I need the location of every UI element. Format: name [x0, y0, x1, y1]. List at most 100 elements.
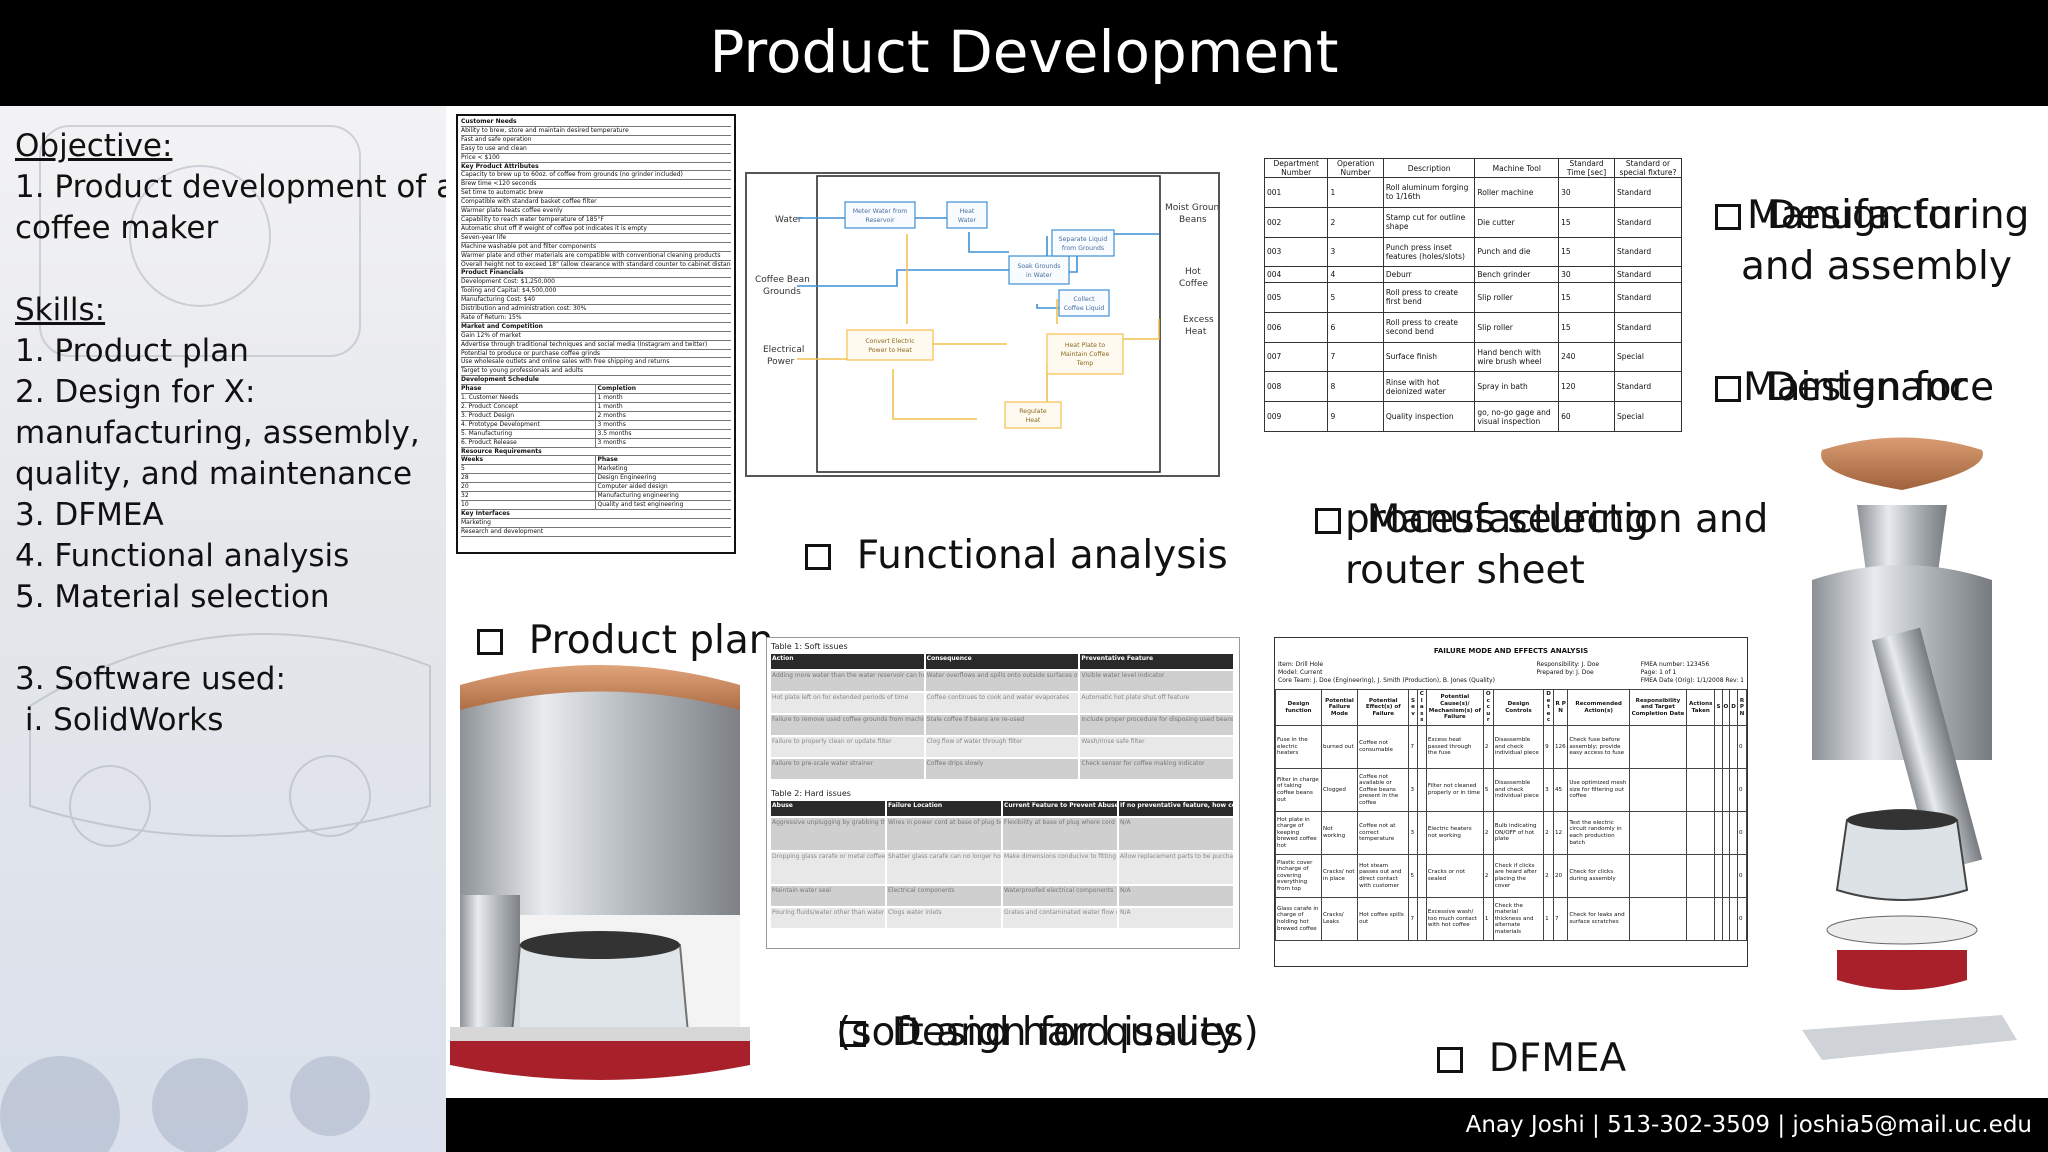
router-cell: Standard: [1613, 311, 1683, 343]
quality-table1-label: Table 1: Soft issues: [771, 642, 848, 651]
caption-manufacturing-line: router sheet: [1345, 548, 1585, 593]
plan-cell: Marketing: [594, 465, 732, 474]
router-cell: Bench grinder: [1474, 266, 1560, 284]
dfmea-cell: [1729, 897, 1738, 941]
skill-line: 2. Design for X:: [15, 374, 256, 410]
dfmea-cell: Fuse in the electric heaters: [1275, 725, 1322, 769]
router-cell: Standard: [1613, 177, 1683, 208]
plan-cell: Use wholesale outlets and online sales w…: [461, 358, 670, 366]
plan-cell: 2. Product Concept: [461, 403, 519, 410]
svg-text:Water: Water: [958, 217, 977, 224]
router-cell: go, no-go gage and visual inspection: [1474, 401, 1560, 432]
plan-cell: Phase: [594, 456, 732, 465]
quality-row: Failure to remove used coffee grounds fr…: [771, 715, 1235, 735]
plan-cell: 28: [461, 474, 469, 482]
router-cell: Hand bench with wire brush wheel: [1474, 341, 1560, 373]
plan-cell: Customer Needs: [461, 118, 517, 125]
router-cell: 4: [1327, 266, 1384, 284]
dfmea-cell: 12: [1552, 811, 1569, 855]
router-header-cell: Standard Time [sec]: [1558, 158, 1615, 178]
router-cell: 9: [1327, 401, 1384, 432]
svg-text:Soak Grounds: Soak Grounds: [1017, 263, 1060, 270]
plan-cell: Price < $100: [461, 153, 500, 161]
quality-cell: Make dimensions conducive to fitting cof…: [1003, 852, 1117, 884]
plan-cell: 5: [461, 465, 465, 473]
objective-heading: Objective:: [15, 128, 173, 164]
dfmea-cell: 3: [1408, 768, 1418, 812]
router-cell: Die cutter: [1474, 206, 1560, 238]
router-cell: Slip roller: [1474, 282, 1560, 313]
router-header-cell: Standard or special fixture?: [1613, 158, 1683, 178]
block-heat-plate: [1046, 333, 1124, 375]
output-coffee-label: Hot: [1185, 267, 1201, 277]
skill-line: quality, and maintenance: [15, 456, 413, 492]
plan-row: Advertise through traditional techniques…: [461, 341, 731, 350]
plan-row: Key Interfaces: [461, 510, 731, 519]
dfmea-cell: [1721, 897, 1731, 941]
quality-cell: Include proper procedure for disposing u…: [1080, 715, 1234, 735]
checkbox-bullet-icon: [1314, 508, 1341, 534]
input-water-label: Water: [775, 215, 802, 225]
plan-cell: 3 months: [594, 438, 732, 447]
dfmea-cell: Cracks/ not in place: [1320, 854, 1359, 898]
plan-cell: Market and Competition: [461, 322, 543, 330]
plan-row: Research and development: [461, 528, 731, 537]
plan-cell: 1. Customer Needs: [461, 394, 519, 402]
router-cell: 2: [1327, 206, 1384, 238]
plan-cell: Ability to brew, store and maintain desi…: [461, 126, 629, 134]
block-soak-grounds: [1008, 255, 1070, 285]
output-grounds-label: Moist Ground: [1165, 203, 1218, 213]
dfmea-cell: Not working: [1320, 811, 1359, 855]
skill-line: 5. Material selection: [15, 579, 330, 615]
quality-cell: Waterproofed electrical components: [1003, 886, 1117, 906]
coffee-maker-render: [450, 665, 750, 1080]
router-cell: Slip roller: [1474, 311, 1560, 343]
block-regulate-heat: [1004, 401, 1062, 429]
dfmea-cell: 45: [1552, 768, 1569, 812]
plan-cell: 3 months: [594, 420, 732, 429]
dfmea-cell: [1685, 854, 1716, 898]
dfmea-cell: [1685, 897, 1716, 941]
router-cell: Surface finish: [1382, 341, 1476, 373]
dfmea-cell: Bulb indicating ON/OFF of hot plate: [1492, 811, 1545, 855]
caption-dfma-line: and assembly: [1741, 244, 2012, 289]
dfmea-cell: Filter in charge of taking coffee beans …: [1275, 768, 1322, 812]
plan-cell: Easy to use and clean: [461, 144, 527, 152]
dfmea-cell: 7: [1408, 897, 1418, 941]
dfmea-cell: 2: [1482, 725, 1494, 769]
dfmea-cell: [1416, 897, 1427, 941]
dfmea-header-cell: S: [1714, 689, 1723, 726]
quality-header-cell: Action: [771, 654, 924, 669]
svg-text:from Grounds: from Grounds: [1062, 245, 1104, 252]
quality-cell: Aggressive unplugging by grabbing the co…: [771, 818, 885, 850]
dfmea-header-cell: Potential Failure Mode: [1320, 689, 1359, 726]
dfmea-header-cell: Actions Taken: [1685, 689, 1716, 726]
dfmea-cell: [1729, 854, 1738, 898]
router-header-cell: Operation Number: [1327, 158, 1384, 178]
dfmea-cell: 3: [1408, 811, 1418, 855]
router-cell: 004: [1263, 266, 1329, 284]
dfmea-cell: Clogged: [1320, 768, 1359, 812]
plan-cell: Compatible with standard basket coffee f…: [461, 198, 597, 206]
plan-cell: Set time to automatic brew: [461, 189, 544, 197]
plan-cell: Fast and safe operation: [461, 135, 532, 143]
router-cell: 60: [1558, 401, 1615, 432]
quality-cell: Grates and contaminated water flow damag…: [1003, 908, 1117, 928]
dfmea-header-cell: R P N: [1736, 689, 1747, 726]
plan-cell: Phase: [461, 385, 482, 393]
quality-cell: Shatter glass carafe can no longer hold …: [887, 852, 1001, 884]
quality-cell: Clogs water inlets: [887, 908, 1001, 928]
dfmea-cell: Coffee not available or Coffee beans pre…: [1357, 768, 1410, 812]
dfmea-cell: [1685, 725, 1716, 769]
plan-cell: Capacity to brew up to 60oz. of coffee f…: [461, 171, 683, 179]
svg-text:Power to Heat: Power to Heat: [868, 347, 912, 354]
dfmea-cell: [1628, 725, 1687, 769]
dfmea-cell: Hot plate in charge of keeping brewed co…: [1275, 811, 1322, 855]
output-heat-label: Heat: [1185, 327, 1207, 337]
dfmea-cell: Filter not cleaned properly or in time: [1425, 768, 1484, 812]
